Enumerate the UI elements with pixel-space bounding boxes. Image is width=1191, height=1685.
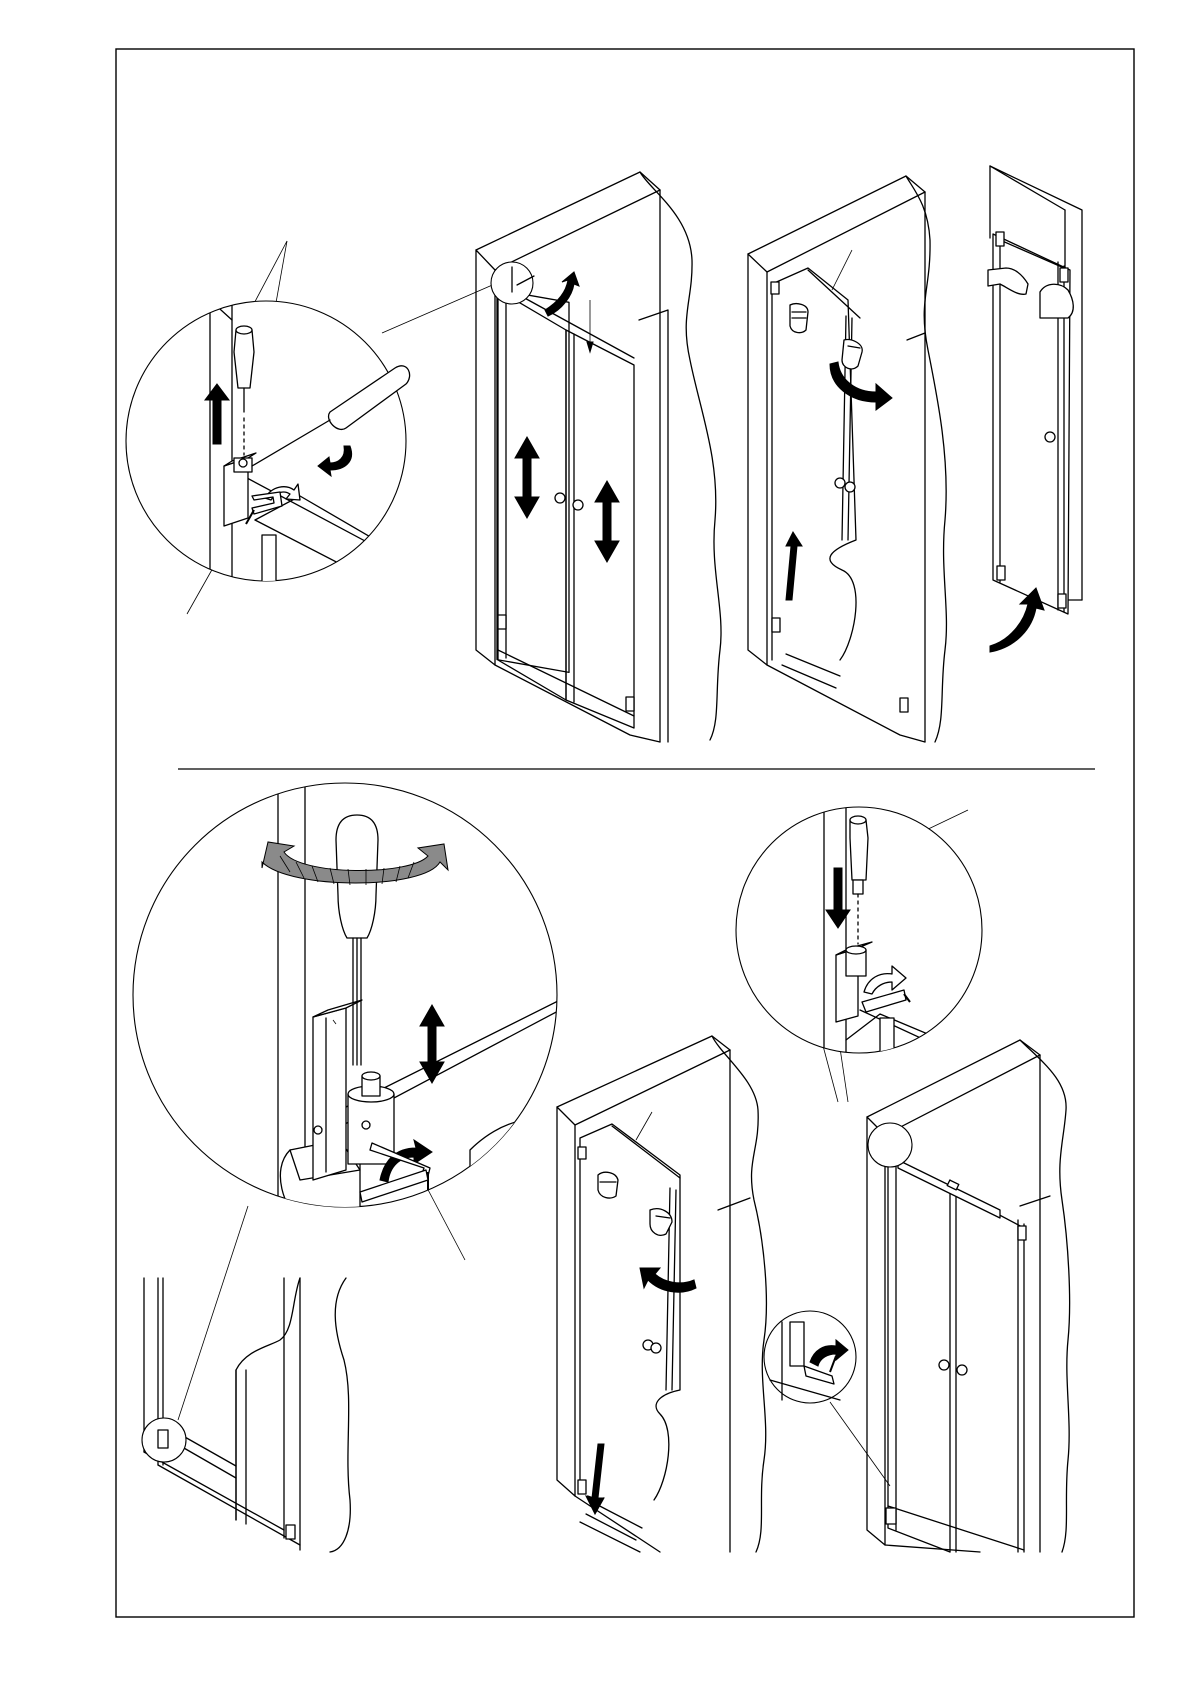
detail-height-adjust — [133, 780, 560, 1220]
door-lift-off — [988, 166, 1082, 652]
detail-insert-hinge-pin — [736, 800, 990, 1070]
curved-arrow-icon — [830, 362, 892, 410]
door-closed-adjust — [476, 172, 721, 742]
door-swing-out — [748, 176, 946, 742]
spirit-level-icon — [898, 1160, 1000, 1218]
hand-icon — [842, 340, 862, 369]
detail-remove-hinge-pin — [126, 300, 410, 600]
door-bottom-corner-view — [142, 1278, 350, 1552]
up-arrow-icon — [786, 532, 802, 600]
hand-icon — [598, 1172, 618, 1198]
curved-arrow-icon — [990, 588, 1044, 652]
door-level-check — [764, 1040, 1070, 1552]
door-rehang — [557, 1036, 766, 1552]
down-arrow-icon — [586, 1444, 604, 1514]
hand-icon — [790, 304, 808, 333]
double-arrow-icon — [595, 481, 619, 562]
